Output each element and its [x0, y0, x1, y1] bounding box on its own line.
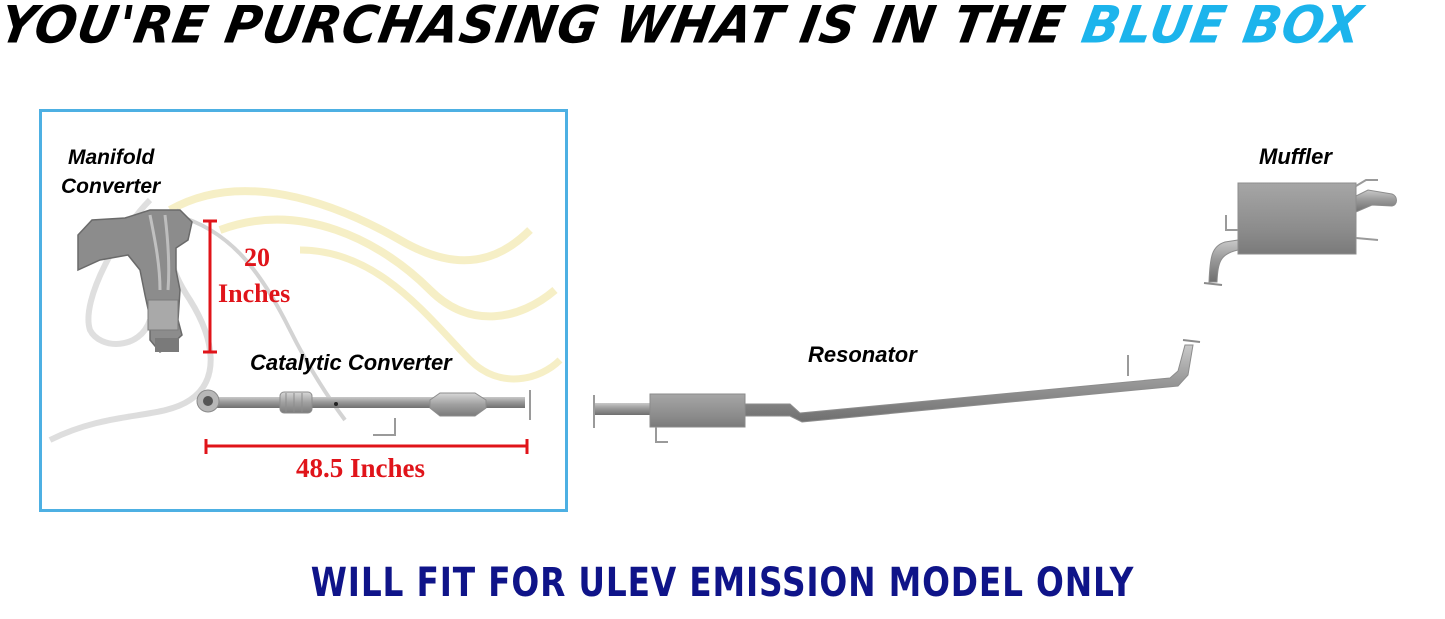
manifold-label-line1: Manifold: [68, 146, 155, 169]
resonator-image: [593, 339, 1201, 443]
manifold-height-unit: Inches: [218, 279, 291, 308]
manifold-height-dimension: [203, 219, 217, 354]
catalytic-length-dimension: [204, 439, 529, 454]
muffler-image: [1203, 179, 1397, 286]
resonator-label: Resonator: [808, 342, 917, 367]
watermark-swirls: [48, 187, 563, 443]
manifold-height-value: 20: [244, 243, 270, 272]
manifold-label-line2: Converter: [61, 175, 161, 198]
manifold-converter-image: [77, 209, 193, 353]
catalytic-converter-image: [196, 389, 531, 436]
muffler-label: Muffler: [1259, 144, 1332, 169]
catalytic-length-text: 48.5 Inches: [296, 453, 426, 483]
purchase-box: [39, 109, 568, 512]
fitment-notice: WILL FIT FOR ULEV EMISSION MODEL ONLY: [310, 560, 1135, 606]
catalytic-converter-label: Catalytic Converter: [250, 350, 452, 375]
